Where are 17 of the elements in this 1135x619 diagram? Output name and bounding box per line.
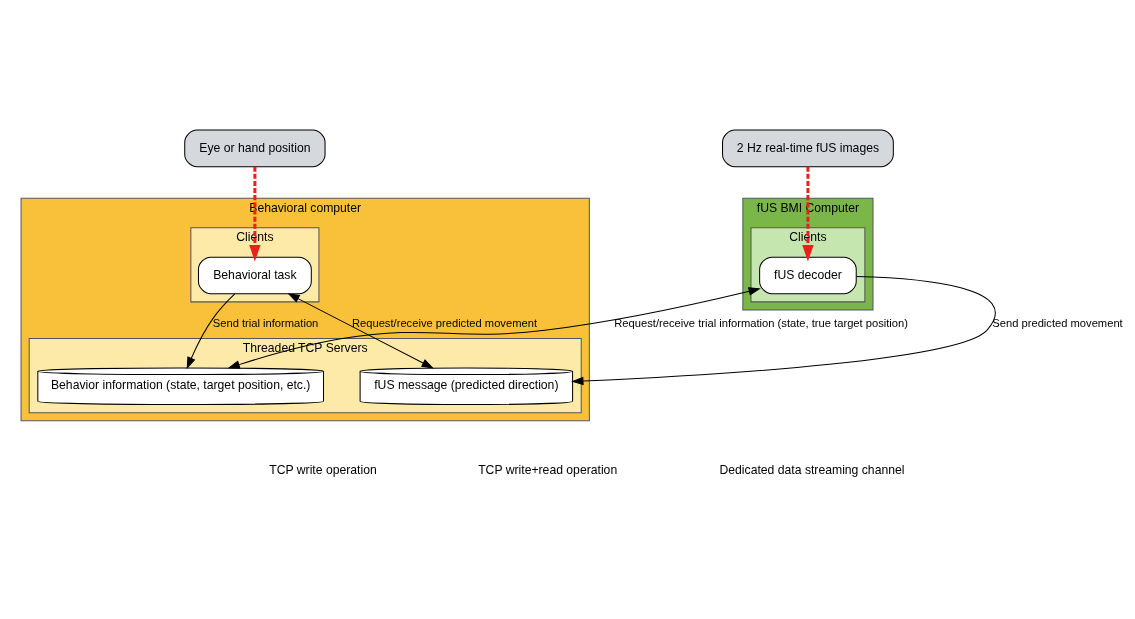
edge-label: Request/receive trial information (state, true target position): [614, 317, 909, 330]
node-box: 2 Hz real-time fUS images: [722, 129, 894, 168]
arrow: [249, 166, 261, 262]
legend-label: Dedicated data streaming channel: [719, 462, 905, 477]
edge-label: Send trial information: [212, 317, 319, 330]
node-box: fUS decoder: [759, 256, 857, 295]
node-box: Behavioral task: [197, 256, 312, 295]
legend-label: TCP write operation: [269, 462, 377, 477]
arrow: [186, 293, 236, 370]
legend-label: TCP write+read operation: [478, 462, 618, 477]
node-box: Eye or hand position: [184, 129, 326, 168]
edge-label: Request/receive predicted movement: [351, 317, 538, 330]
arrow: [227, 287, 761, 369]
edge-label: Send predicted movement: [992, 317, 1123, 330]
arrow: [287, 293, 434, 369]
arrow: [802, 166, 814, 262]
arrow: [571, 275, 996, 386]
